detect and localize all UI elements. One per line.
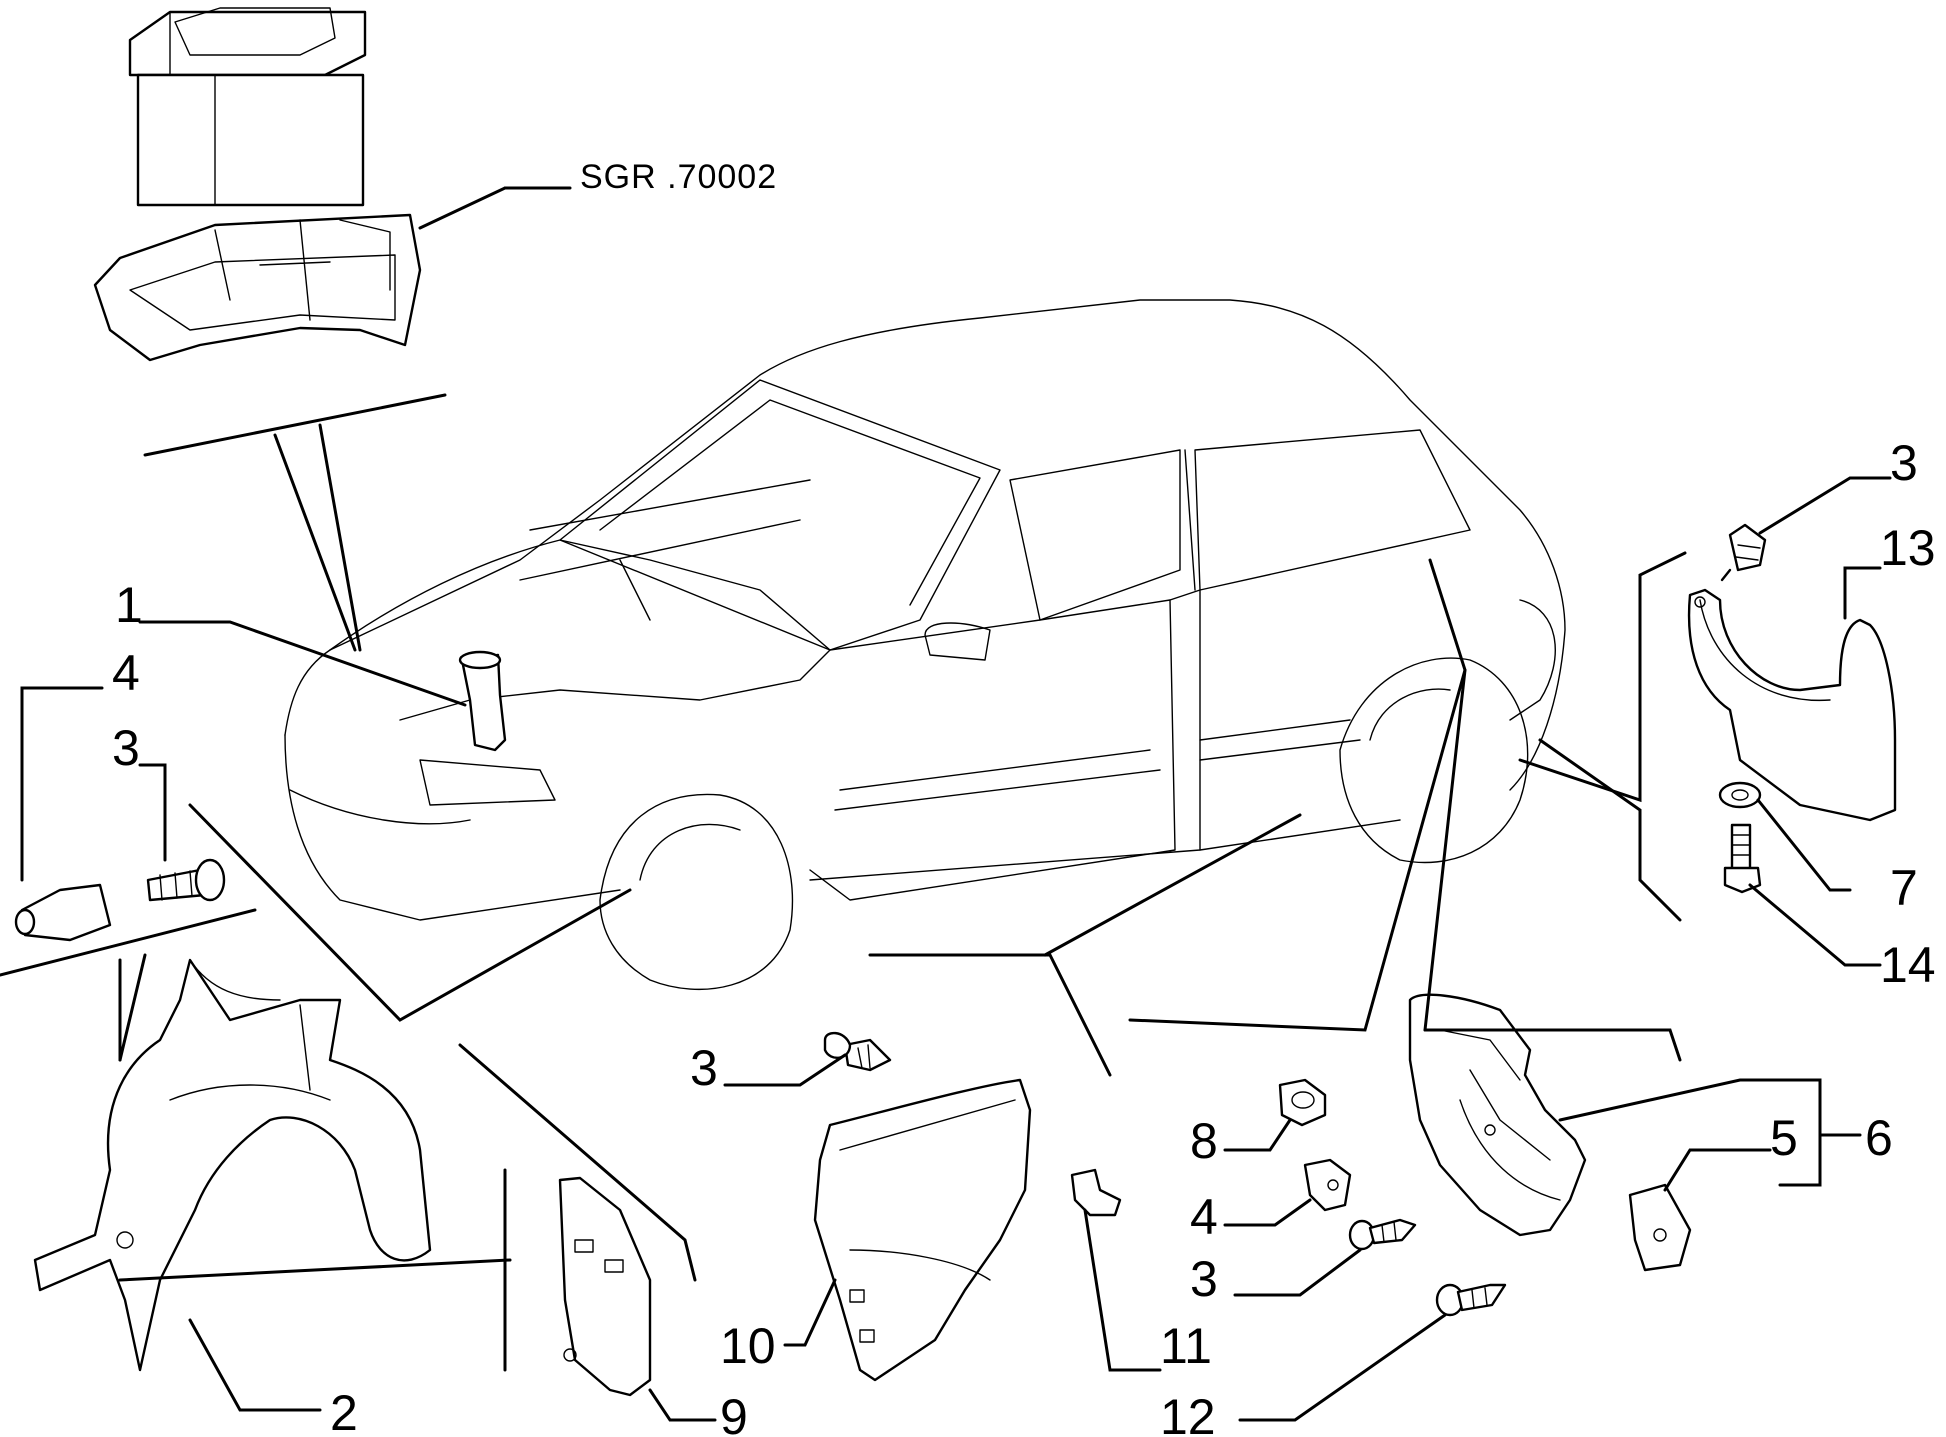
leader-sgr — [418, 186, 507, 230]
callout-3-left: 3 — [112, 720, 140, 776]
part-2-front-wheel-arch-liner — [33, 958, 432, 1372]
leader-9 — [648, 1388, 717, 1422]
callout-2: 2 — [330, 1385, 358, 1437]
part-12-screw — [1435, 1283, 1507, 1317]
leader-4-left — [20, 686, 104, 882]
leader-11 — [1083, 1208, 1162, 1372]
leader-13 — [1843, 566, 1882, 620]
reference-code: SGR .70002 — [580, 158, 777, 196]
leader-3-right — [1758, 476, 1892, 535]
part-7-washer — [1718, 781, 1762, 809]
part-3-screw-lower — [1348, 1218, 1417, 1251]
leader-3-mid — [723, 1053, 847, 1087]
callout-14: 14 — [1880, 937, 1936, 993]
part-14-bolt — [1723, 823, 1762, 894]
leader-5 — [1663, 1148, 1772, 1192]
part-4-clip-mid — [1303, 1158, 1352, 1212]
part-3-screw-right — [1720, 523, 1767, 582]
car-body — [284, 299, 1566, 991]
part-9-mud-flap — [558, 1176, 652, 1397]
leader-1 — [138, 620, 467, 707]
part-5-clip — [1628, 1183, 1692, 1272]
callout-4-left: 4 — [112, 645, 140, 701]
leader-3-lower — [1233, 1248, 1362, 1297]
leader-10 — [783, 1278, 837, 1347]
callout-8: 8 — [1190, 1113, 1218, 1169]
part-3-screw-left — [146, 858, 226, 902]
callout-10: 10 — [720, 1318, 776, 1374]
callout-12: 12 — [1160, 1389, 1216, 1437]
leader-14 — [1748, 883, 1882, 967]
leader-3-left — [138, 763, 167, 862]
battery-tray — [93, 213, 422, 362]
callout-3-right: 3 — [1890, 435, 1918, 491]
part-4-clip-left — [14, 883, 112, 942]
callout-6: 6 — [1865, 1110, 1893, 1166]
part-10-splash-guard — [813, 1078, 1032, 1382]
callout-3-lower: 3 — [1190, 1251, 1218, 1307]
callout-11: 11 — [1160, 1318, 1212, 1374]
part-11-plug — [1070, 1168, 1122, 1217]
part-3-screw-mid — [823, 1031, 892, 1072]
leader-12 — [1238, 1313, 1447, 1422]
leader-4-mid — [1223, 1198, 1312, 1227]
part-13-rear-mud-flap — [1687, 588, 1897, 822]
callout-5: 5 — [1770, 1110, 1798, 1166]
callout-9: 9 — [720, 1389, 748, 1437]
callout-13: 13 — [1880, 520, 1936, 576]
callout-1: 1 — [115, 577, 143, 633]
callout-7: 7 — [1890, 860, 1918, 916]
part-1-grommet — [458, 650, 507, 752]
callout-3-mid: 3 — [690, 1040, 718, 1096]
leader-7 — [1756, 798, 1852, 892]
leader-6 — [1558, 1078, 1822, 1187]
callout-4-mid: 4 — [1190, 1189, 1218, 1245]
part-8-nut — [1278, 1078, 1327, 1127]
leader-2 — [188, 1318, 322, 1412]
leader-8 — [1223, 1118, 1292, 1152]
battery — [128, 7, 367, 207]
